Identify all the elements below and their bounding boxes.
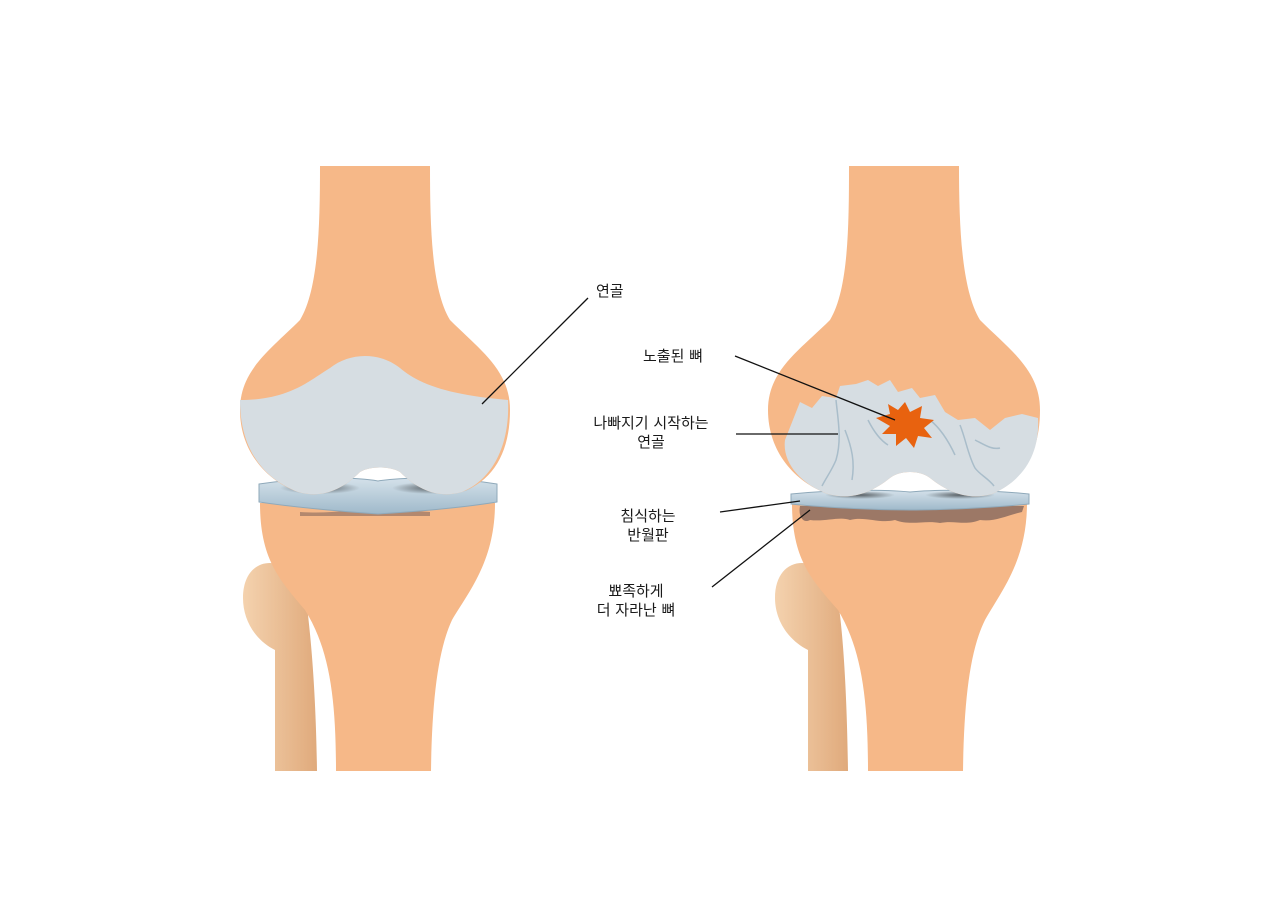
- label-deteriorating-cartilage-line2: 연골: [637, 433, 665, 451]
- label-eroding-meniscus: 침식하는 반월판: [612, 507, 684, 545]
- leader-line-exposed-bone: [734, 355, 896, 421]
- label-bone-spur: 뾰족하게 더 자라난 뼈: [588, 582, 684, 620]
- healthy-knee: [240, 166, 510, 771]
- arthritic-eroded-bone: [799, 506, 1024, 523]
- label-bone-spur-line2: 더 자라난 뼈: [596, 601, 676, 619]
- leader-line-eroding-meniscus: [719, 500, 801, 513]
- arthritic-fibula: [775, 563, 848, 771]
- label-exposed-bone-text: 노출된 뼈: [643, 347, 703, 365]
- label-deteriorating-cartilage: 나빠지기 시작하는 연골: [582, 414, 720, 452]
- exposed-bone-spot: [876, 402, 934, 448]
- label-deteriorating-cartilage-line1: 나빠지기 시작하는: [593, 414, 709, 432]
- arthritic-tibia: [792, 503, 1027, 771]
- arthritic-knee: [768, 166, 1040, 771]
- label-bone-spur-line1: 뾰족하게: [608, 582, 664, 600]
- healthy-fibula: [243, 563, 317, 771]
- label-cartilage: 연골: [596, 282, 624, 301]
- cartilage-cracks: [821, 399, 1001, 487]
- leader-line-cartilage: [481, 297, 589, 405]
- leader-line-bone-spur: [711, 509, 811, 588]
- healthy-tibia: [260, 503, 495, 771]
- leader-lines: [481, 297, 896, 588]
- healthy-cartilage: [240, 356, 509, 495]
- label-exposed-bone: 노출된 뼈: [643, 347, 703, 366]
- label-eroding-meniscus-line2: 반월판: [627, 526, 669, 544]
- label-eroding-meniscus-line1: 침식하는: [620, 507, 676, 525]
- label-cartilage-text: 연골: [596, 282, 624, 300]
